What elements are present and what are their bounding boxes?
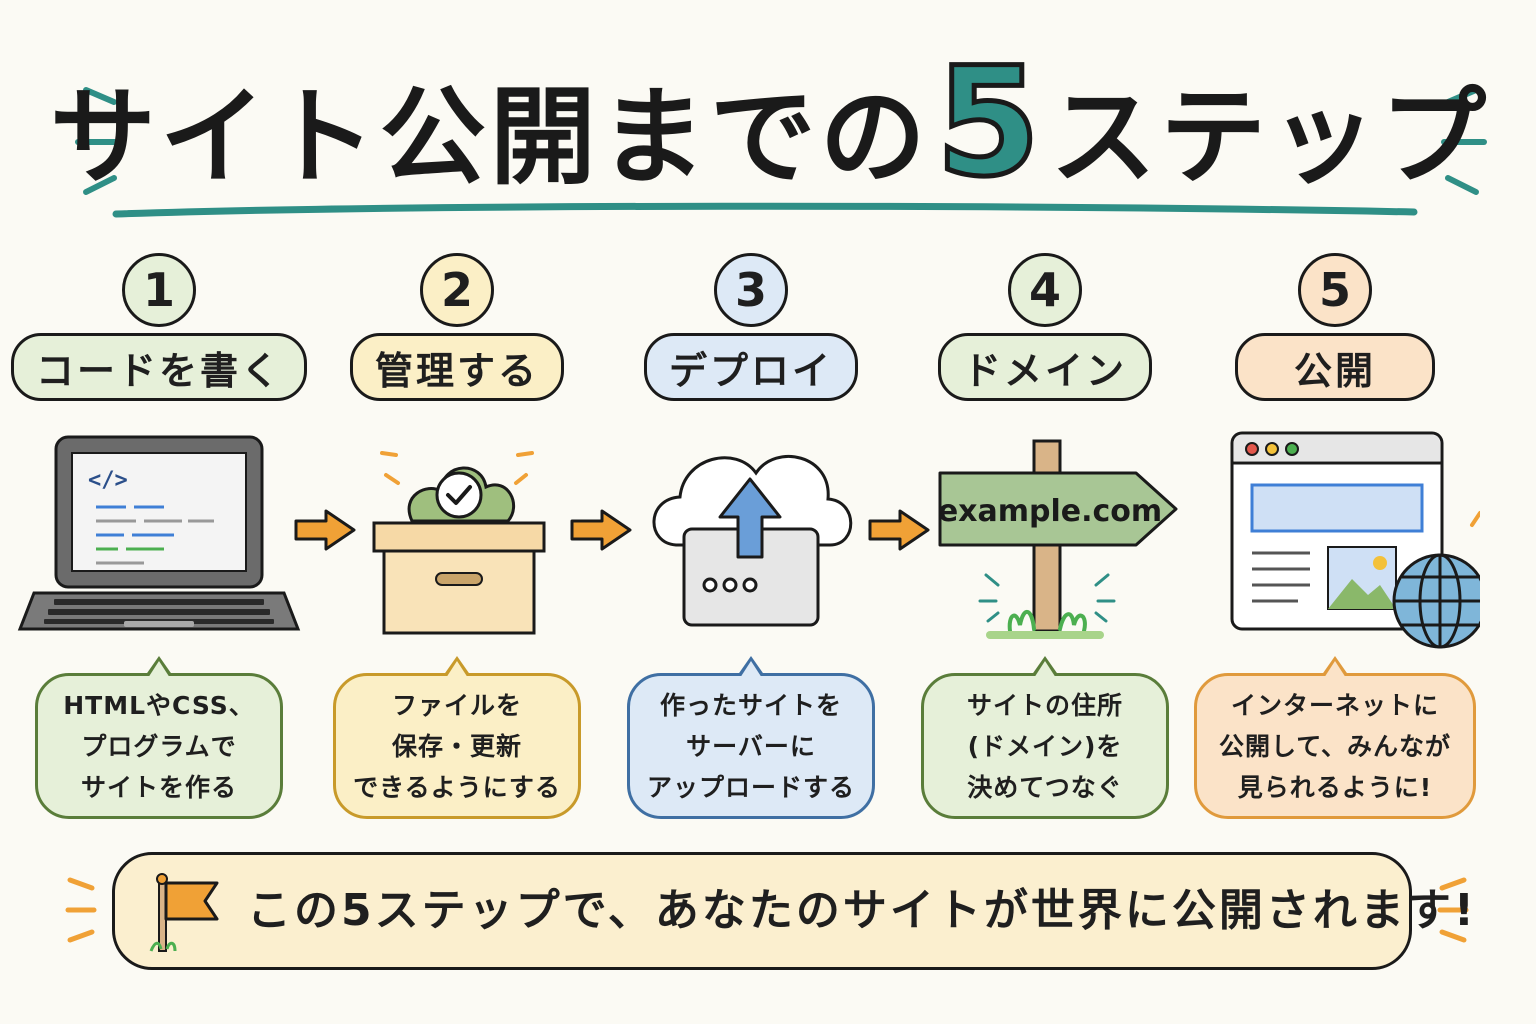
- step-description: HTMLやCSS、 プログラムで サイトを作る: [35, 656, 283, 819]
- browser-globe-icon: [1230, 431, 1480, 649]
- arrow-right-icon: [294, 509, 356, 551]
- page-title: サイト公開までの 5 ステップ: [50, 36, 1486, 210]
- storage-box-icon: [372, 451, 546, 635]
- step-label: コードを書く: [10, 333, 308, 401]
- step-number: 2: [420, 253, 494, 327]
- left-sparkle-icon: [75, 87, 121, 195]
- step-number: 4: [1008, 253, 1082, 327]
- title-number: 5: [933, 36, 1045, 210]
- step-description: ファイルを 保存・更新 できるようにする: [333, 656, 581, 819]
- step-2: 2 管理する ファイルを 保存・更新 できるようにする: [312, 245, 602, 825]
- cloud-upload-icon: [652, 455, 853, 627]
- footer-right-sparkle-icon: [1437, 877, 1469, 943]
- title-main: サイト公開までの: [49, 76, 930, 199]
- description-text: 作ったサイトを サーバーに アップロードする: [646, 690, 855, 802]
- step-number: 5: [1298, 253, 1372, 327]
- description-text: インターネットに 公開して、みんなが 見られるように!: [1218, 690, 1451, 802]
- right-sparkle-icon: [1441, 87, 1487, 195]
- step-number: 3: [714, 253, 788, 327]
- step-label: 管理する: [349, 333, 565, 401]
- step-3: 3 デプロイ 作ったサイトを サーバーに アップロードする: [606, 245, 896, 825]
- footer-banner: この5ステップで、あなたのサイトが世界に公開されます!: [112, 852, 1474, 970]
- flag-icon: [149, 873, 219, 952]
- steps-row: 1 コードを書く </>: [0, 245, 1536, 825]
- title-tail: ステップ: [1050, 76, 1491, 199]
- arrow-right-icon: [570, 509, 632, 551]
- description-text: ファイルを 保存・更新 できるようにする: [353, 690, 561, 802]
- step-number: 1: [122, 253, 196, 327]
- footer-left-sparkle-icon: [65, 877, 97, 943]
- step-1: 1 コードを書く </>: [10, 245, 308, 825]
- description-text: HTMLやCSS、 プログラムで サイトを作る: [63, 690, 255, 802]
- svg-text:</>: </>: [88, 468, 128, 493]
- step-label: デプロイ: [643, 333, 859, 401]
- description-text: サイトの住所 (ドメイン)を 決めてつなぐ: [966, 690, 1123, 802]
- title-underline: [112, 202, 1418, 218]
- step-description: インターネットに 公開して、みんなが 見られるように!: [1194, 656, 1476, 819]
- laptop-code-icon: </>: [17, 435, 301, 631]
- step-label: 公開: [1235, 333, 1435, 401]
- sign-text: example.com: [938, 494, 1162, 529]
- title-area: サイト公開までの 5 ステップ: [0, 36, 1536, 218]
- step-5: 5 公開 インターネット: [1190, 245, 1480, 825]
- signpost-icon: example.com: [938, 439, 1178, 639]
- footer-message: この5ステップで、あなたのサイトが世界に公開されます!: [247, 885, 1477, 936]
- step-description: 作ったサイトを サーバーに アップロードする: [627, 656, 875, 819]
- step-description: サイトの住所 (ドメイン)を 決めてつなぐ: [921, 656, 1169, 819]
- step-4: 4 ドメイン example.com サイトの住所 (ドメイン)を 決めてつなぐ: [900, 245, 1190, 825]
- arrow-right-icon: [868, 509, 930, 551]
- step-label: ドメイン: [937, 333, 1153, 401]
